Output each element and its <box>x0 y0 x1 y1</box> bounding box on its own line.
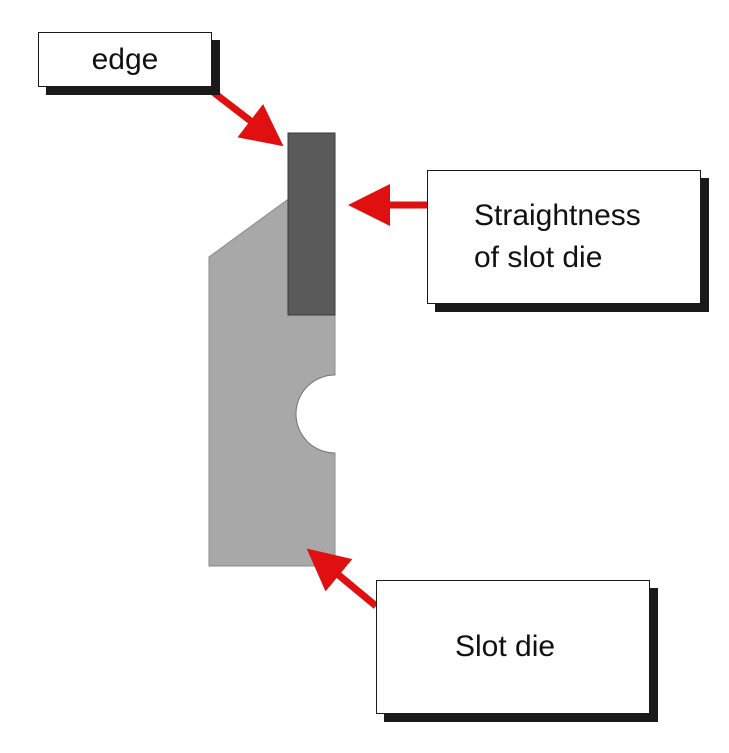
slot-die-arrow <box>306 548 379 609</box>
straightness-label: Straightness of slot die <box>474 195 641 279</box>
notch-outline <box>295 374 336 454</box>
die-edge-strip <box>287 132 336 316</box>
straightness-label-line1: Straightness <box>474 199 641 232</box>
slot-die-label: Slot die <box>455 630 556 663</box>
slot-die-label-box: Slot die <box>376 580 650 714</box>
straightness-label-line2: of slot die <box>474 241 603 274</box>
edge-label-box: edge <box>38 32 212 87</box>
straightness-label-box: Straightness of slot die <box>427 170 701 304</box>
edge-arrow <box>210 89 284 147</box>
edge-label: edge <box>91 42 159 76</box>
